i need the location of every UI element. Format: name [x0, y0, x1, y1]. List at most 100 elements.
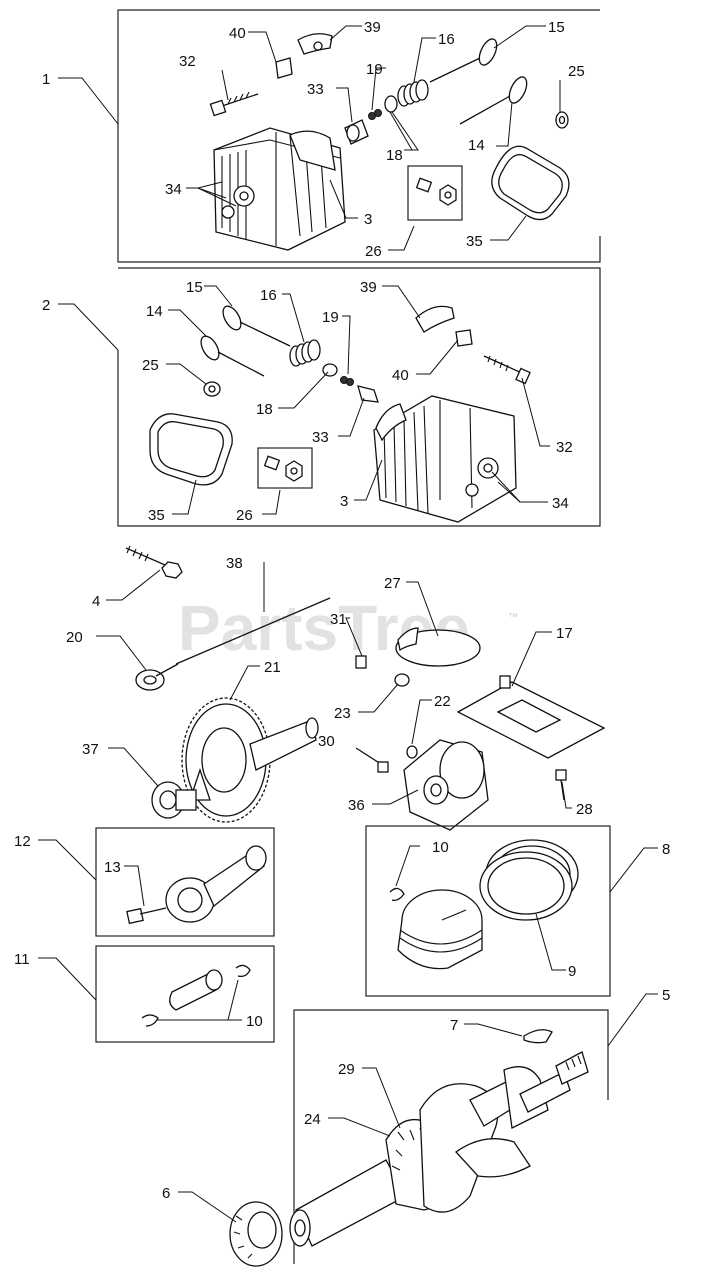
o-ring-23: [394, 673, 410, 687]
callout-26b: 26: [236, 507, 253, 524]
callout-34b: 34: [552, 495, 569, 512]
callout-25b: 25: [142, 357, 159, 374]
bearing-6: [229, 1201, 283, 1267]
watermark-trademark: ™: [508, 612, 518, 623]
callout-30: 30: [318, 733, 335, 750]
group-2-box: [117, 267, 601, 527]
valve-spring-16b: [289, 339, 321, 367]
camshaft-gear-21: [181, 697, 319, 823]
valve-spring-16: [397, 79, 429, 107]
bolt-4: [125, 545, 183, 579]
group-5-box: [293, 1009, 609, 1264]
group-12-box: [95, 827, 275, 937]
tappet-20: [135, 663, 179, 691]
gasket-27: [395, 627, 481, 667]
callout-32b: 32: [556, 439, 573, 456]
intake-valve-14: [459, 76, 528, 125]
callout-36: 36: [348, 797, 365, 814]
callout-11: 11: [14, 951, 30, 968]
callout-4: 4: [92, 593, 100, 610]
callout-31: 31: [330, 611, 347, 628]
oil-pump-36: [403, 739, 489, 831]
callout-8: 8: [662, 841, 670, 858]
callout-17: 17: [556, 625, 573, 642]
group-1-box: [117, 9, 601, 263]
cylinder-head-1: [213, 127, 346, 251]
callout-9: 9: [568, 963, 576, 980]
callout-40b: 40: [392, 367, 409, 384]
callout-3: 3: [364, 211, 372, 228]
callout-27: 27: [384, 575, 401, 592]
callout-24: 24: [304, 1111, 321, 1128]
callout-1: 1: [42, 71, 50, 88]
part-22: [406, 745, 418, 759]
piston-rings-9: [479, 839, 579, 921]
head-bolt-32b: [483, 355, 531, 385]
sub-box-26b: [257, 447, 313, 489]
key-7: [523, 1029, 553, 1044]
callout-34: 34: [165, 181, 182, 198]
callout-39: 39: [364, 19, 381, 36]
callout-33b: 33: [312, 429, 329, 446]
group-8-box: [365, 825, 611, 997]
callout-labels: 1 40 39 15 16 32 33 19 25 18 14 34 3 26 …: [14, 19, 670, 1202]
screw-30: [355, 747, 389, 773]
retainer-18: [384, 95, 398, 113]
callout-35b: 35: [148, 507, 165, 524]
callout-18: 18: [386, 147, 403, 164]
callout-15b: 15: [186, 279, 203, 296]
retainer-18b: [322, 363, 338, 377]
exhaust-valve-15b: [222, 305, 291, 347]
callout-37: 37: [82, 741, 99, 758]
callout-6: 6: [162, 1185, 170, 1202]
callout-39b: 39: [360, 279, 377, 296]
connecting-rod: [165, 845, 267, 923]
screw-28: [555, 769, 567, 801]
callout-26: 26: [365, 243, 382, 260]
head-bolt-32: [209, 91, 259, 117]
callout-19b: 19: [322, 309, 339, 326]
callout-22: 22: [434, 693, 451, 710]
intake-valve-14b: [200, 335, 265, 377]
part-40-block: [275, 57, 293, 79]
callout-12: 12: [14, 833, 31, 850]
rocker-arm-39b: [415, 305, 455, 333]
retaining-ring-10: [389, 887, 405, 902]
callout-15: 15: [548, 19, 565, 36]
group-12-connecting-rod: [38, 827, 275, 937]
screw-31: [355, 655, 367, 669]
callout-10: 10: [432, 839, 449, 856]
callout-10b: 10: [246, 1013, 263, 1030]
pushrod-38: [175, 597, 331, 665]
callout-25: 25: [568, 63, 585, 80]
callout-21: 21: [264, 659, 281, 676]
callout-18b: 18: [256, 401, 273, 418]
callout-14b: 14: [146, 303, 163, 320]
group-1-cylinder-head-assembly: [58, 9, 601, 263]
pin-clip-10a: [141, 1014, 159, 1027]
callout-7: 7: [450, 1017, 458, 1034]
callout-32: 32: [179, 53, 196, 70]
callout-23: 23: [334, 705, 351, 722]
group-8-piston-assembly: [365, 825, 658, 997]
piston: [397, 889, 483, 970]
callout-16: 16: [438, 31, 455, 48]
callout-16b: 16: [260, 287, 277, 304]
rod-bolt-13: [126, 907, 167, 925]
callout-2: 2: [42, 297, 50, 314]
callout-13: 13: [104, 859, 121, 876]
callout-35: 35: [466, 233, 483, 250]
callout-28: 28: [576, 801, 593, 818]
callout-20: 20: [66, 629, 83, 646]
callout-19: 19: [366, 61, 383, 78]
crankshaft: [289, 1051, 589, 1247]
group-11-piston-pin: [38, 945, 275, 1043]
callout-3b: 3: [340, 493, 348, 510]
group-5-crankshaft: [289, 993, 658, 1264]
callout-33: 33: [307, 81, 324, 98]
valve-guide-33b: [357, 385, 379, 403]
group-11-box: [95, 945, 275, 1043]
cylinder-head-2: [373, 395, 517, 523]
callout-38: 38: [226, 555, 243, 572]
